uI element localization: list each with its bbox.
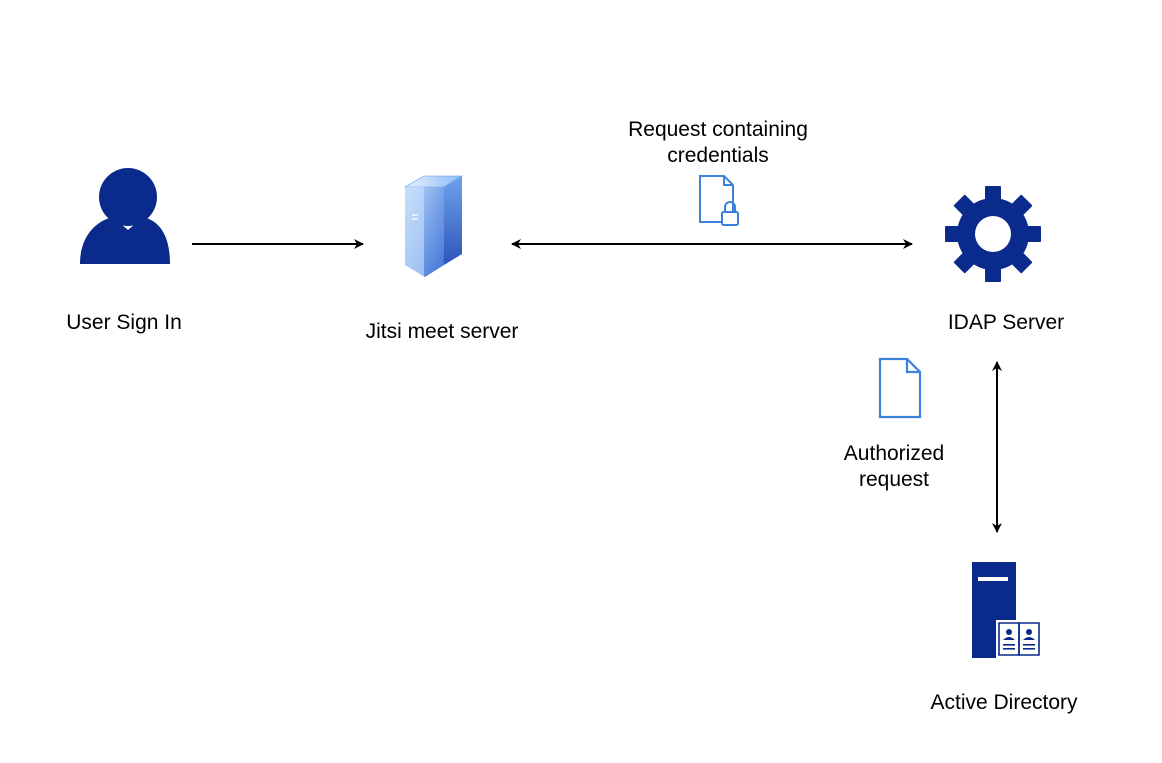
locked-document-icon bbox=[699, 175, 739, 226]
authorized-request-label: Authorized request bbox=[844, 441, 944, 493]
request-credentials-line1: Request containing bbox=[628, 118, 808, 141]
user-sign-in-label: User Sign In bbox=[66, 311, 182, 334]
active-directory-label: Active Directory bbox=[930, 691, 1078, 714]
server-tower-icon bbox=[403, 175, 464, 277]
request-credentials-label: Request containing credentials bbox=[628, 117, 808, 169]
user-icon bbox=[80, 168, 170, 264]
authorized-request-line2: request bbox=[858, 468, 930, 491]
document-icon bbox=[878, 357, 922, 419]
request-credentials-line2: credentials bbox=[667, 144, 769, 167]
authorized-request-line1: Authorized bbox=[843, 442, 945, 465]
directory-server-icon bbox=[972, 562, 1042, 658]
jitsi-server-label: Jitsi meet server bbox=[365, 320, 519, 343]
idap-server-label: IDAP Server bbox=[947, 311, 1065, 334]
gear-icon bbox=[945, 186, 1041, 282]
